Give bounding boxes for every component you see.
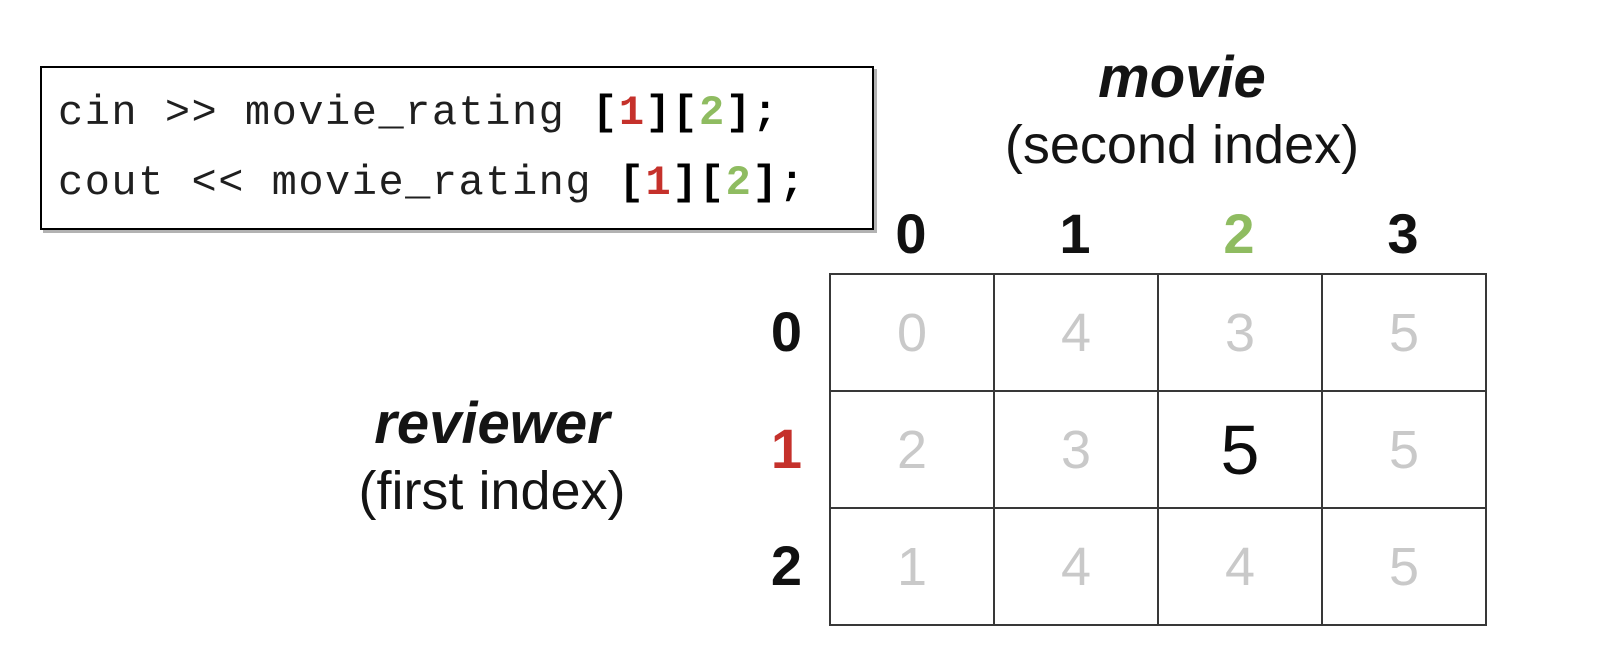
column-headers: 0 1 2 3 bbox=[829, 203, 1485, 265]
code-token: [ bbox=[618, 159, 646, 207]
code-token: ] bbox=[645, 89, 673, 137]
movie-axis-label: movie (second index) bbox=[882, 42, 1482, 176]
grid-cell: 5 bbox=[1321, 507, 1487, 626]
column-header: 2 bbox=[1223, 202, 1255, 265]
grid-cell: 4 bbox=[993, 273, 1159, 392]
reviewer-axis-label: reviewer (first index) bbox=[242, 388, 742, 522]
column-header: 3 bbox=[1387, 202, 1419, 265]
reviewer-axis-title: reviewer bbox=[374, 391, 610, 456]
code-line: cin >> movie_rating [1][2]; bbox=[58, 78, 872, 148]
grid-cell: 3 bbox=[1157, 273, 1323, 392]
column-header: 1 bbox=[1059, 202, 1091, 265]
code-token: 2 bbox=[725, 159, 753, 207]
row-header: 2 bbox=[770, 534, 802, 597]
reviewer-axis-subtitle: (first index) bbox=[358, 461, 626, 521]
grid-cell: 5 bbox=[1321, 273, 1487, 392]
code-line: cout << movie_rating [1][2]; bbox=[58, 148, 872, 218]
code-token: [ bbox=[698, 159, 726, 207]
code-token: cout << movie_rating bbox=[58, 159, 619, 207]
code-token: [ bbox=[592, 89, 619, 137]
code-snippet-box: cin >> movie_rating [1][2];cout << movie… bbox=[40, 66, 874, 230]
code-token: 2 bbox=[698, 89, 726, 137]
grid-cell: 5 bbox=[1321, 390, 1487, 509]
grid-cell: 4 bbox=[993, 507, 1159, 626]
column-header: 0 bbox=[895, 202, 927, 265]
grid-cell: 2 bbox=[829, 390, 995, 509]
code-token: ]; bbox=[752, 159, 806, 207]
code-token: [ bbox=[672, 89, 699, 137]
movie-axis-title: movie bbox=[1098, 45, 1266, 110]
code-token: 1 bbox=[645, 159, 673, 207]
code-token: cin >> movie_rating bbox=[58, 89, 593, 137]
grid-cell: 3 bbox=[993, 390, 1159, 509]
row-header: 0 bbox=[770, 300, 802, 363]
row-headers: 0 1 2 bbox=[680, 273, 802, 624]
movie-axis-subtitle: (second index) bbox=[1004, 115, 1360, 175]
grid-cell: 4 bbox=[1157, 507, 1323, 626]
grid-cell: 1 bbox=[829, 507, 995, 626]
code-token: ]; bbox=[725, 89, 780, 137]
code-token: ] bbox=[672, 159, 699, 207]
row-header: 1 bbox=[770, 417, 802, 480]
grid-cell: 5 bbox=[1157, 390, 1323, 509]
code-token: 1 bbox=[618, 89, 646, 137]
grid-cell: 0 bbox=[829, 273, 995, 392]
